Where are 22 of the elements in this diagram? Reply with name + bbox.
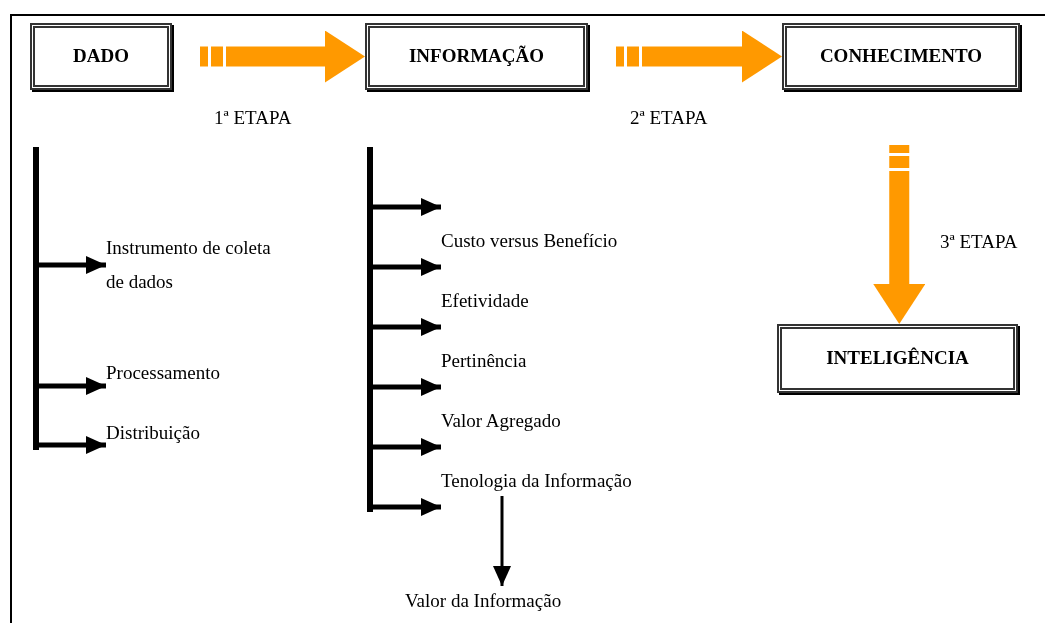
arrow <box>39 256 106 274</box>
item-text: Instrumento de coleta de dados <box>106 231 276 299</box>
concept-box: INFORMAÇÃO <box>365 23 588 90</box>
concept-box: INTELIGÊNCIA <box>777 324 1018 393</box>
arrow <box>493 496 511 586</box>
arrow <box>373 378 441 396</box>
item-text: Pertinência <box>441 318 731 376</box>
item-text: Tenologia da Informação <box>441 438 731 496</box>
arrow <box>373 318 441 336</box>
item-text: Processamento <box>106 358 276 388</box>
item-text: Custo versus Benefício <box>441 198 731 256</box>
concept-box: CONHECIMENTO <box>782 23 1020 90</box>
arrow <box>39 377 106 395</box>
item-text: Distribuição <box>106 418 256 448</box>
item-text: Valor Agregado <box>441 378 731 436</box>
item-text: Efetividade <box>441 258 731 316</box>
arrow <box>39 436 106 454</box>
arrow <box>373 198 441 216</box>
concept-box: DADO <box>30 23 172 90</box>
arrow <box>373 438 441 456</box>
arrow <box>373 258 441 276</box>
item-text: Valor da Informação <box>405 586 645 616</box>
